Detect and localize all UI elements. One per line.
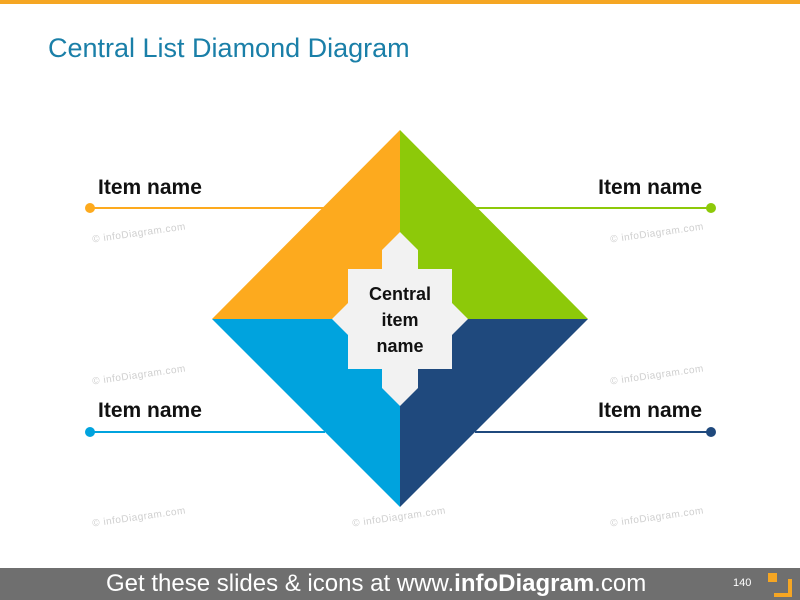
page-number: 140 (733, 577, 752, 589)
center-label-line-1: Central (368, 284, 431, 304)
footer-text-after: .com (594, 570, 647, 597)
top-accent-bar (0, 0, 800, 4)
connector-dot-top-left (85, 203, 95, 213)
connector-dot-top-right (706, 203, 716, 213)
infodiagram-logo-icon (768, 573, 792, 597)
connector-dot-bottom-right (706, 427, 716, 437)
footer-brand: infoDiagram (454, 570, 595, 597)
item-label-top-right: Item name (598, 176, 702, 199)
center-item-label: Central item name (340, 281, 460, 359)
footer-bar: Get these slides & icons at www.infoDiag… (0, 568, 800, 600)
footer-text-before: Get these slides & icons at www. (106, 570, 455, 597)
page-title: Central List Diamond Diagram (48, 33, 410, 63)
item-label-bottom-left: Item name (98, 399, 202, 422)
center-label-line-2: item (381, 310, 419, 330)
item-label-top-left: Item name (98, 176, 202, 199)
center-diamond (332, 232, 468, 406)
item-label-bottom-right: Item name (598, 399, 702, 422)
connector-dot-bottom-left (85, 427, 95, 437)
center-label-line-3: name (376, 336, 424, 356)
footer-promo-text[interactable]: Get these slides & icons at www.infoDiag… (106, 570, 646, 598)
